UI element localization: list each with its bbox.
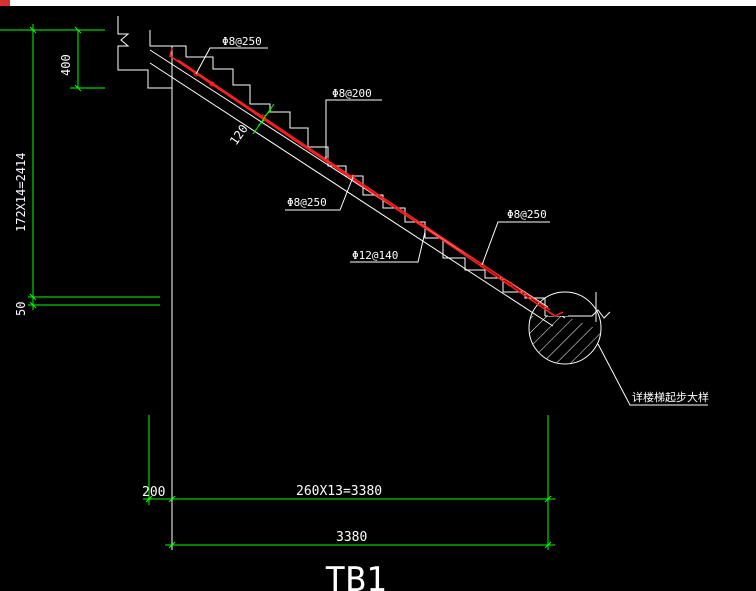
vertical-dimension-chain [0, 24, 160, 310]
rebar-leaders [195, 47, 550, 266]
rebar-label-middle-left: Φ8@250 [287, 196, 327, 209]
rebar-main [169, 47, 564, 317]
rebar-label-top-middle: Φ8@200 [332, 87, 372, 100]
rebar-label-main: Φ12@140 [352, 249, 398, 262]
total-horizontal-label: 3380 [336, 530, 367, 545]
app-logo-icon [0, 0, 10, 6]
left-offset-label: 200 [142, 485, 165, 500]
landing-height-label: 400 [59, 54, 73, 76]
detail-note-label: 详楼梯起步大样 [632, 390, 709, 404]
bottom-offset-label: 50 [14, 302, 28, 316]
vertical-total-label: 172X14=2414 [14, 153, 28, 232]
horizontal-dimensions [143, 415, 555, 550]
slab-thickness-label: 120 [227, 122, 251, 148]
rebar-label-right: Φ8@250 [507, 208, 547, 221]
rebar-label-top-left: Φ8@250 [222, 35, 262, 48]
slab-thickness-dimension [252, 103, 275, 135]
steps-horizontal-label: 260X13=3380 [296, 484, 382, 499]
window-top-strip [0, 0, 756, 6]
drawing-title: TB1 [325, 560, 386, 591]
